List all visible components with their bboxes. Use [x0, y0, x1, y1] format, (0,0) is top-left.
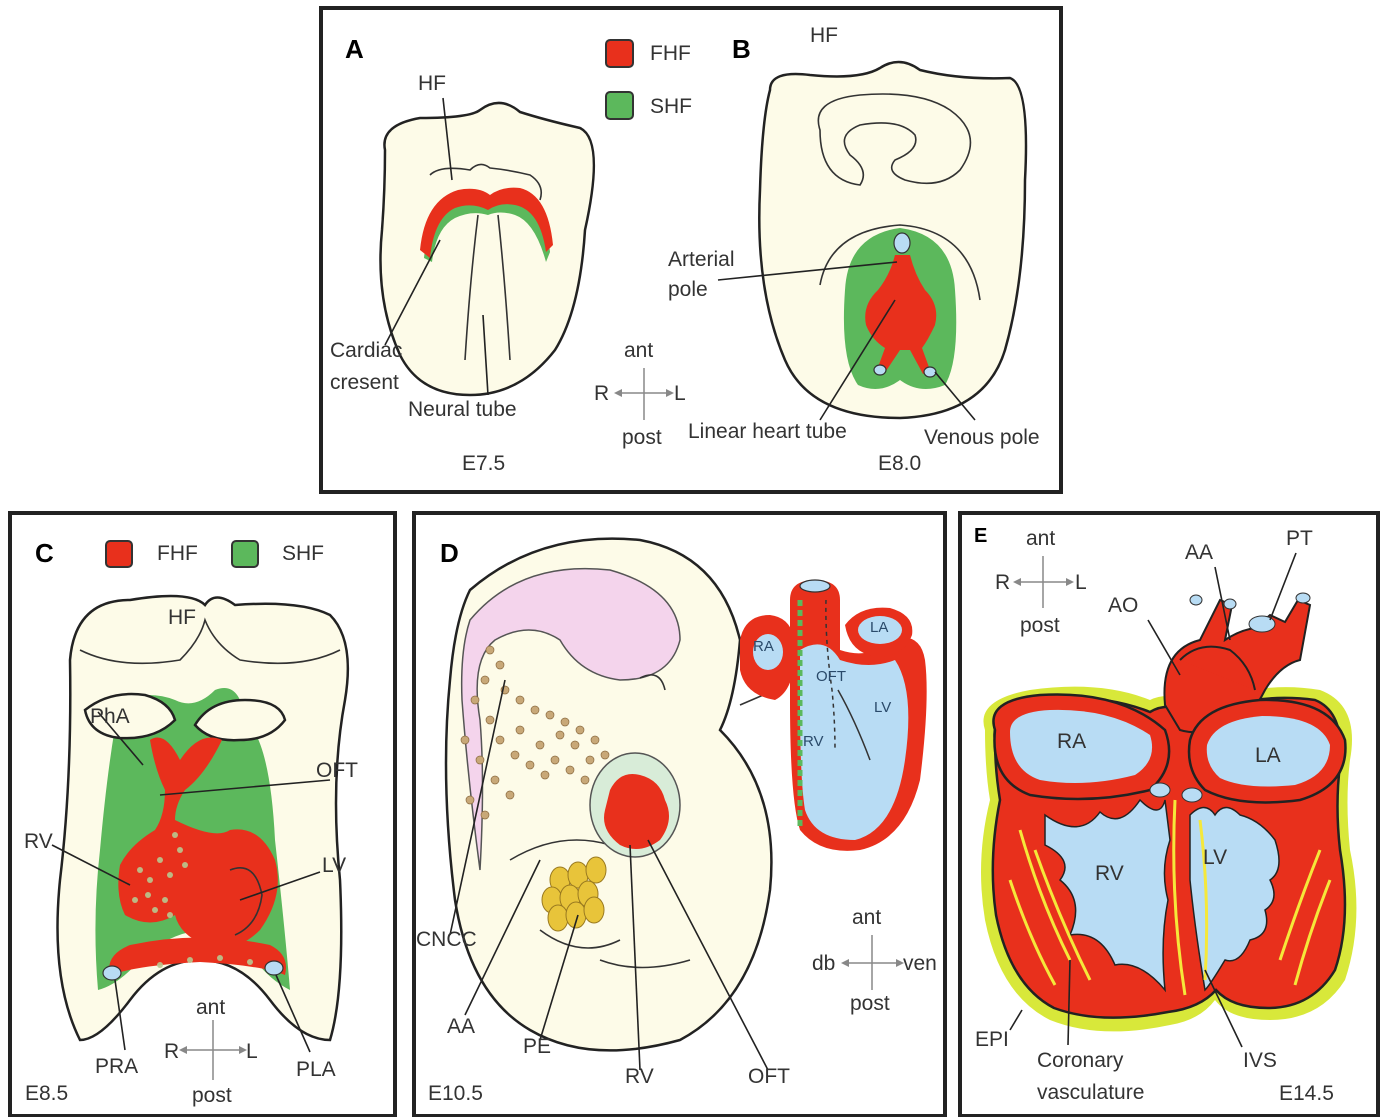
panel-d-aa-label: AA	[447, 1015, 475, 1038]
panel-e-rv-label: RV	[1095, 862, 1124, 885]
panel-e-ivs-label: IVS	[1243, 1049, 1277, 1072]
panel-e-coronary-label-1: Coronary	[1037, 1049, 1124, 1072]
axis-d-ant: ant	[852, 906, 881, 929]
panel-d-ra-label: RA	[753, 638, 774, 655]
axis-d-post: post	[850, 992, 890, 1015]
legend-c-shf-label: SHF	[282, 542, 324, 565]
panel-a-stage: E7.5	[462, 452, 505, 475]
legend-fhf-label: FHF	[650, 42, 691, 65]
panel-b-stage: E8.0	[878, 452, 921, 475]
panel-e-epi-label: EPI	[975, 1028, 1009, 1051]
panel-e-coronary-label-2: vasculature	[1037, 1081, 1144, 1104]
legend-shf-swatch	[606, 92, 633, 119]
axis-e-ant: ant	[1026, 527, 1055, 550]
axis-e-r: R	[995, 571, 1010, 594]
panel-c-pha-label: PhA	[90, 705, 130, 728]
panel-b-venous-label: Venous pole	[924, 426, 1040, 449]
panel-e-ra-label: RA	[1057, 730, 1086, 753]
axis-d-left: db	[812, 952, 835, 975]
panel-b-hf-label: HF	[810, 24, 838, 47]
panel-c-letter: C	[35, 538, 54, 568]
panel-c-stage: E8.5	[25, 1082, 68, 1105]
legend-c-fhf-swatch	[106, 541, 132, 567]
panel-d-stage: E10.5	[428, 1082, 483, 1105]
panel-d-letter: D	[440, 538, 459, 568]
panel-c-oft-label: OFT	[316, 759, 358, 782]
axis-d-right: ven	[903, 952, 937, 975]
panel-c-lv-label: LV	[322, 854, 346, 877]
panel-a-cardiac-label-1: Cardiac	[330, 339, 402, 362]
axis-top-l: L	[674, 382, 686, 405]
legend-c-shf-swatch	[232, 541, 258, 567]
axis-c-ant: ant	[196, 996, 225, 1019]
legend-c-fhf-label: FHF	[157, 542, 198, 565]
panel-b-arterial-label-1: Arterial	[668, 248, 735, 271]
panel-a-letter: A	[345, 34, 364, 64]
panel-d-rv-label: RV	[625, 1065, 654, 1088]
axis-e-l: L	[1075, 571, 1087, 594]
panel-d-oft-label: OFT	[748, 1065, 790, 1088]
panel-e-letter: E	[974, 525, 987, 547]
legend-shf-label: SHF	[650, 95, 692, 118]
panel-e-stage: E14.5	[1279, 1082, 1334, 1105]
axis-c-post: post	[192, 1084, 232, 1107]
panel-a-hf-label: HF	[418, 72, 446, 95]
panel-e-ao-label: AO	[1108, 594, 1138, 617]
panel-e-lv-label: LV	[1203, 846, 1227, 869]
axis-c-l: L	[246, 1040, 258, 1063]
panel-d-cncc-label: CNCC	[416, 928, 477, 951]
panel-d-rv-inset-label: RV	[803, 733, 824, 750]
panel-c-pla-label: PLA	[296, 1058, 336, 1081]
panel-d-lv-label: LV	[874, 699, 891, 716]
panel-b-letter: B	[732, 34, 751, 64]
panel-e-aa-label: AA	[1185, 541, 1213, 564]
panel-e-la-label: LA	[1255, 744, 1281, 767]
axis-e-post: post	[1020, 614, 1060, 637]
panel-d-oft-inset-label: OFT	[816, 668, 846, 685]
panel-d-la-label: LA	[870, 619, 888, 636]
panel-c-pra-label: PRA	[95, 1055, 138, 1078]
axis-top-r: R	[594, 382, 609, 405]
panel-d-pe-label: PE	[523, 1035, 551, 1058]
panel-c-hf-label: HF	[168, 606, 196, 629]
axis-c-r: R	[164, 1040, 179, 1063]
axis-top-post: post	[622, 426, 662, 449]
panel-c-rv-label: RV	[24, 830, 53, 853]
panel-b-arterial-label-2: pole	[668, 278, 708, 301]
panel-a-cardiac-label-2: cresent	[330, 371, 399, 394]
panel-e-pt-label: PT	[1286, 527, 1313, 550]
legend-fhf-swatch	[606, 40, 633, 67]
panel-b-linear-label: Linear heart tube	[688, 420, 847, 443]
axis-top-ant: ant	[624, 339, 653, 362]
panel-a-neural-label: Neural tube	[408, 398, 517, 421]
